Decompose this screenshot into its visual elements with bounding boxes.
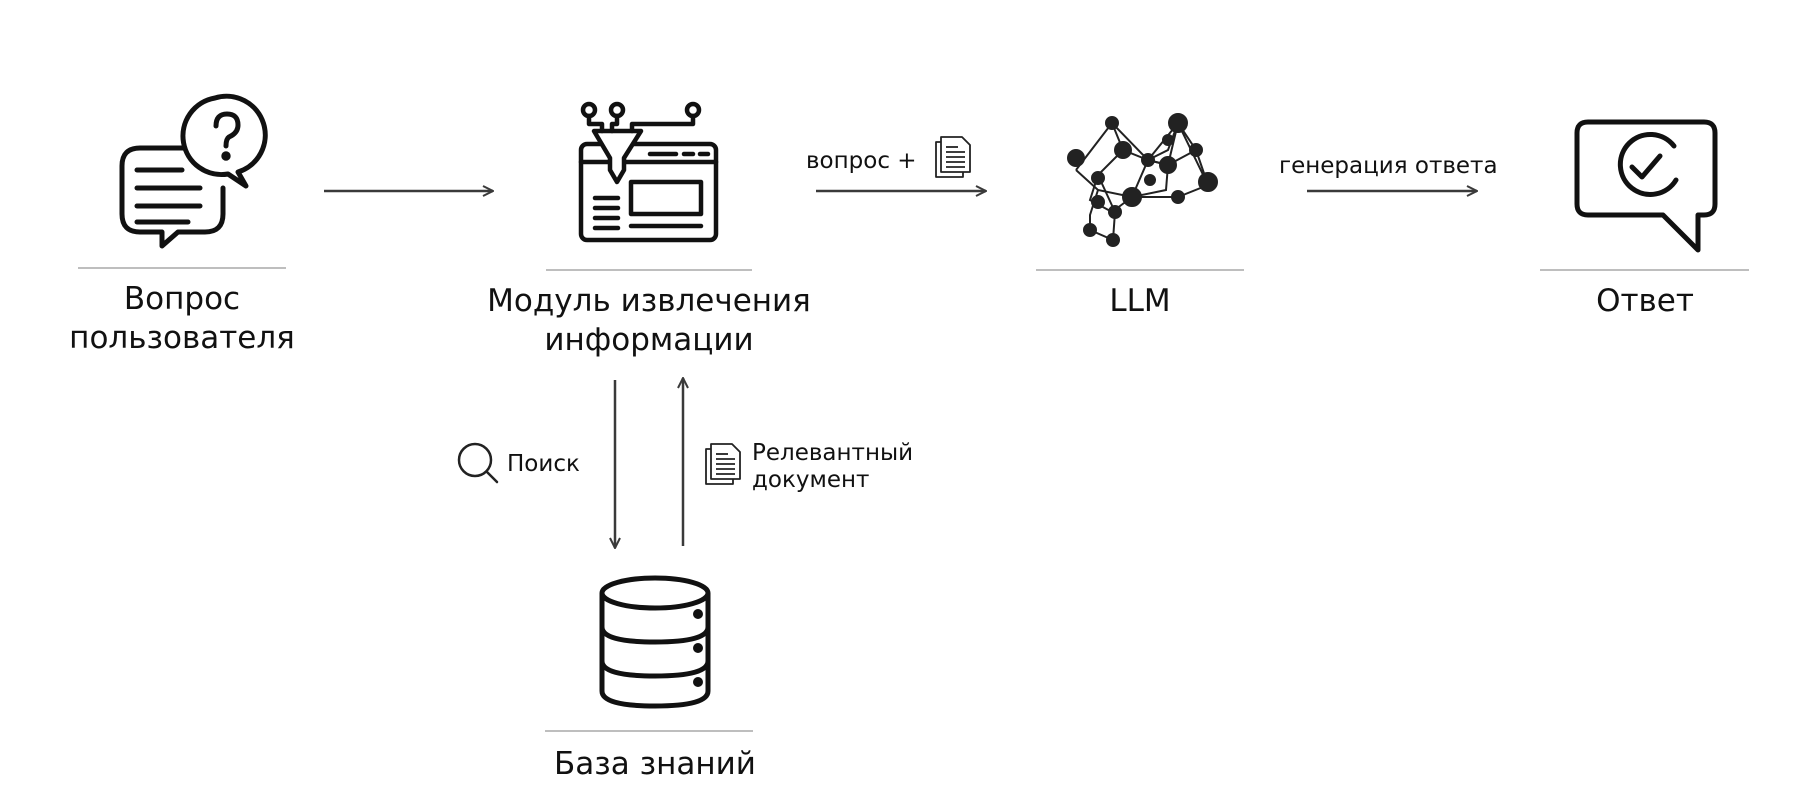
relevant-document-label-line1: Релевантный <box>752 440 914 466</box>
generation-label: генерация ответа <box>1279 153 1498 179</box>
relevant-document-label-line2: документ <box>752 467 870 493</box>
retrieval-module-label-line2: информации <box>544 322 754 358</box>
llm-label-text: LLM <box>1109 283 1171 319</box>
checkmark-bubble-icon <box>1574 119 1718 253</box>
retrieval-module-label-line1: Модуль извлечения <box>487 283 811 319</box>
document-icon <box>935 136 971 178</box>
knowledge-base-label: База знаний <box>520 745 790 784</box>
document-icon <box>705 443 741 485</box>
knowledge-base-label-text: База знаний <box>554 746 756 782</box>
answer-label: Ответ <box>1545 282 1745 321</box>
search-label: Поиск <box>507 451 580 477</box>
answer-label-text: Ответ <box>1596 283 1694 319</box>
search-icon <box>457 442 499 484</box>
user-question-label-line1: Вопрос <box>123 281 241 317</box>
database-icon <box>599 575 711 709</box>
llm-label: LLM <box>1040 282 1240 321</box>
user-question-label: Вопрос пользователя <box>60 280 304 358</box>
question-plus-label: вопрос + <box>806 148 917 174</box>
chat-question-icon <box>119 93 268 249</box>
funnel-window-icon <box>578 101 719 243</box>
brain-network-icon <box>1067 113 1218 247</box>
user-question-label-line2: пользователя <box>69 320 295 356</box>
retrieval-module-label: Модуль извлечения информации <box>470 282 828 360</box>
relevant-document-label: Релевантный документ <box>752 440 913 494</box>
